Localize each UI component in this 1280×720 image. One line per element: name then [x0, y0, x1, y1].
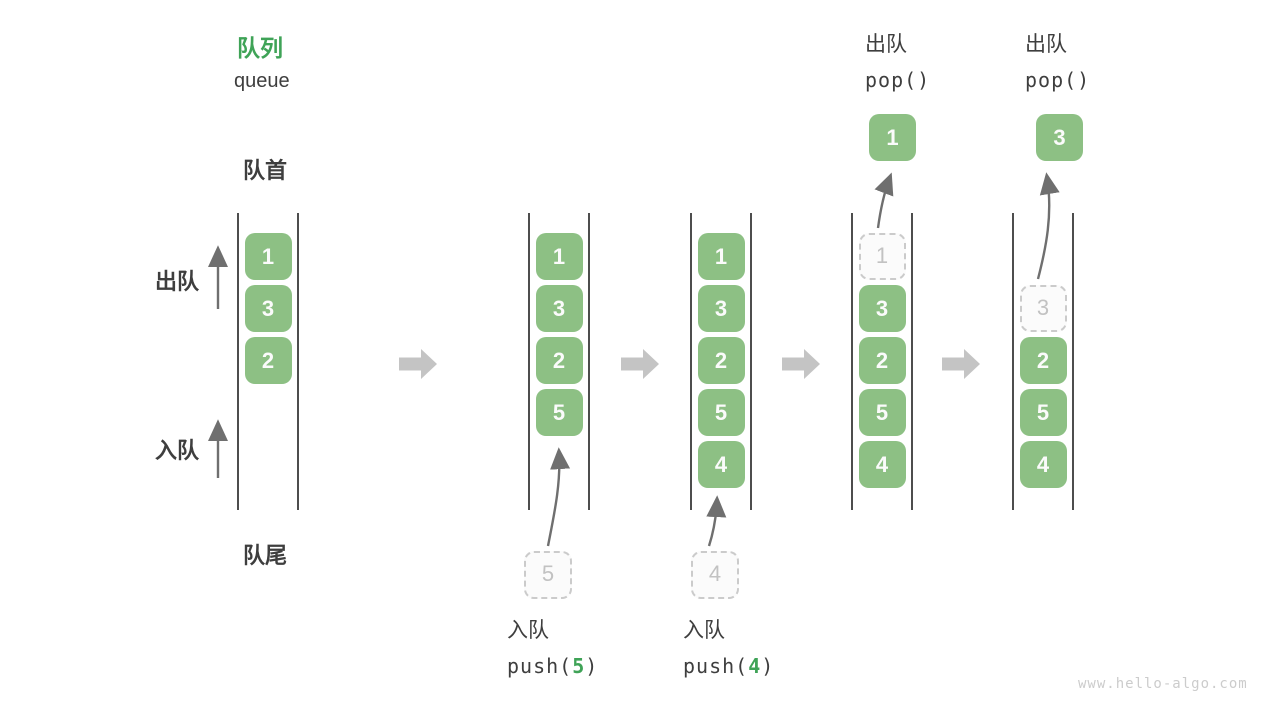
code-text: ): [585, 654, 599, 678]
queue-stage-3: 1 3 2 5 4: [690, 213, 752, 510]
queue-stage-5: 3 2 5 4: [1012, 213, 1074, 510]
push-arg: 4: [748, 654, 762, 678]
queue-rail: [528, 213, 530, 510]
queue-cell-removed: 1: [858, 233, 906, 280]
push-label-zh: 入队: [507, 619, 549, 642]
queue-cell: 4: [697, 441, 745, 488]
queue-cell: 5: [858, 389, 906, 436]
queue-rail: [851, 213, 853, 510]
pop-call-code: pop(): [865, 68, 931, 92]
push-call-code: push(4): [683, 653, 774, 679]
queue-rail: [750, 213, 752, 510]
stage-transition-arrow-icon: [399, 349, 437, 379]
queue-stage-2: 1 3 2 5: [528, 213, 590, 510]
pending-push-cell: 5: [524, 551, 572, 599]
code-text: ): [761, 654, 775, 678]
queue-rail: [297, 213, 299, 510]
page-title: 队列: [237, 35, 283, 61]
queue-rail: [911, 213, 913, 510]
popped-value-cell: 3: [1036, 114, 1083, 161]
push-arg: 5: [572, 654, 586, 678]
dequeue-side-label: 出队: [155, 269, 200, 294]
queue-rail: [588, 213, 590, 510]
pop-operation-label: 出队 pop(): [1025, 32, 1090, 93]
queue-cell: 1: [244, 233, 292, 280]
push-call-code: push(5): [507, 653, 598, 679]
queue-cell: 5: [697, 389, 745, 436]
pop-operation-label: 出队 pop(): [865, 32, 930, 93]
queue-cell: 5: [1019, 389, 1067, 436]
push-operation-label: 入队 push(5): [507, 618, 598, 679]
queue-cell: 3: [244, 285, 292, 332]
push-operation-label: 入队 push(4): [683, 618, 774, 679]
queue-rail: [1072, 213, 1074, 510]
pending-push-cell: 4: [691, 551, 739, 599]
code-text: push(: [507, 654, 573, 678]
queue-rail: [1012, 213, 1014, 510]
queue-cell: 4: [1019, 441, 1067, 488]
queue-cell: 3: [858, 285, 906, 332]
queue-cell-removed: 3: [1019, 285, 1067, 332]
queue-cell: 1: [535, 233, 583, 280]
queue-cell: 3: [535, 285, 583, 332]
popped-value-cell: 1: [869, 114, 916, 161]
queue-rail: [237, 213, 239, 510]
queue-stage-1: 1 3 2: [237, 213, 299, 510]
enqueue-side-label: 入队: [155, 438, 200, 463]
queue-cell: 1: [697, 233, 745, 280]
queue-cell: 2: [697, 337, 745, 384]
queue-cell: 3: [697, 285, 745, 332]
watermark: www.hello-algo.com: [1078, 676, 1248, 692]
queue-cell: 2: [535, 337, 583, 384]
queue-rail: [690, 213, 692, 510]
pop-label-zh: 出队: [1025, 33, 1067, 56]
queue-front-label: 队首: [243, 158, 288, 183]
code-text: push(: [683, 654, 749, 678]
stage-transition-arrow-icon: [942, 349, 980, 379]
page-subtitle: queue: [234, 70, 290, 92]
queue-cell: 4: [858, 441, 906, 488]
queue-cell: 2: [858, 337, 906, 384]
queue-rear-label: 队尾: [243, 543, 288, 568]
queue-stage-4: 1 3 2 5 4: [851, 213, 913, 510]
pop-call-code: pop(): [1025, 68, 1091, 92]
push-label-zh: 入队: [683, 619, 725, 642]
stage-transition-arrow-icon: [621, 349, 659, 379]
pop-label-zh: 出队: [865, 33, 907, 56]
queue-cell: 2: [1019, 337, 1067, 384]
queue-cell: 2: [244, 337, 292, 384]
stage-transition-arrow-icon: [782, 349, 820, 379]
queue-cell: 5: [535, 389, 583, 436]
